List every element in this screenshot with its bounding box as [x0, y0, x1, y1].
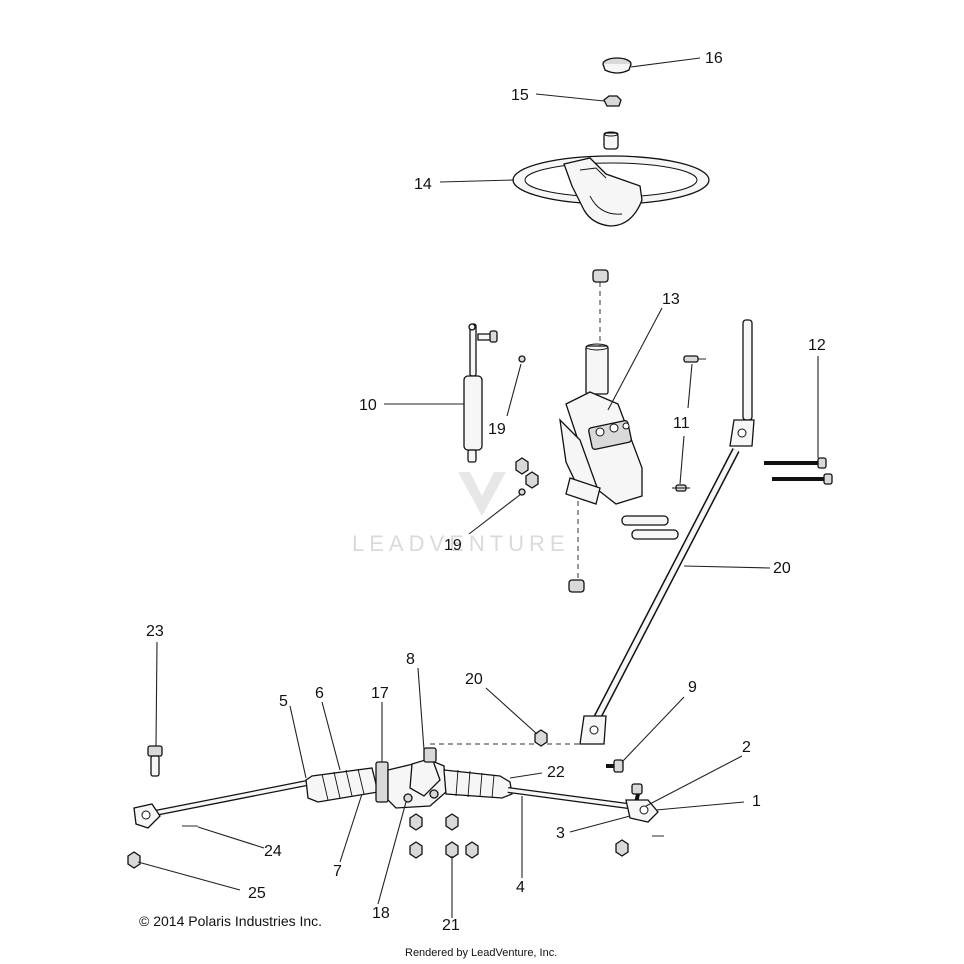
- bushing-lower: [568, 579, 585, 593]
- callout-15: 15: [511, 87, 529, 104]
- watermark-text: LEADVENTURE: [352, 531, 570, 556]
- part-22-nuts: [409, 813, 479, 859]
- part-18-rack-housing: [387, 747, 447, 809]
- callout-17: 17: [371, 685, 389, 702]
- part-24-bolt: [147, 745, 163, 777]
- part-16-horn-cap: [602, 57, 632, 74]
- callout-18: 18: [372, 905, 390, 922]
- callout-25: 24: [264, 843, 282, 860]
- part-13-column-bracket: [559, 343, 643, 505]
- part-21-nut: [534, 729, 548, 747]
- rack-assembly: [133, 747, 659, 829]
- callout-2: 2: [742, 739, 751, 756]
- part-10-gas-strut: [463, 323, 498, 463]
- part-17-clamp: [375, 761, 389, 803]
- callout-10: 10: [359, 397, 377, 414]
- callout-9: 9: [688, 679, 697, 696]
- part-12-long-bolts: [764, 457, 833, 485]
- callout-26: 25: [248, 885, 266, 902]
- callout-21: 20: [465, 671, 483, 688]
- leader-lines: [137, 57, 819, 918]
- part-9-bolt: [606, 759, 624, 773]
- part-20-steering-shaft: [579, 319, 755, 745]
- callout-labels: 16 15 14 13 12 10 19 11 19 20 23 8 20 9 …: [146, 50, 826, 934]
- callout-11: 11: [673, 415, 690, 432]
- callout-6: 6: [315, 685, 324, 702]
- callout-20: 20: [773, 560, 791, 577]
- callout-7: 7: [333, 863, 342, 880]
- callout-12: 12: [808, 337, 826, 354]
- part-15-nut: [603, 95, 622, 107]
- part-11-bolts: [672, 355, 706, 492]
- callout-5: 5: [279, 693, 288, 710]
- part-26-nut: [127, 851, 141, 869]
- callout-4: 4: [516, 879, 525, 896]
- part-19-nuts: [515, 355, 539, 496]
- part-6-left-boot: [305, 767, 379, 803]
- callout-1: 1: [752, 793, 761, 810]
- callout-19-lower: 19: [444, 537, 462, 554]
- callout-23: 22: [547, 764, 565, 781]
- callout-14: 14: [414, 176, 432, 193]
- part-23-right-boot: [443, 769, 513, 799]
- callout-22: 21: [442, 917, 460, 934]
- callout-13: 13: [662, 291, 680, 308]
- callout-24: 23: [146, 623, 164, 640]
- watermark-logo: LEADVENTURE: [352, 472, 570, 556]
- callout-19-upper: 19: [488, 421, 506, 438]
- callout-3: 3: [556, 825, 565, 842]
- bracket-spacers: [621, 515, 679, 540]
- rendered-by-text: Rendered by LeadVenture, Inc.: [405, 947, 558, 959]
- tie-rod-nut: [615, 839, 629, 857]
- copyright-text: © 2014 Polaris Industries Inc.: [139, 913, 323, 929]
- bushing-upper: [592, 269, 609, 283]
- callout-16: 16: [705, 50, 723, 67]
- steering-hub: [603, 131, 619, 150]
- part-14-steering-wheel: [512, 155, 710, 227]
- callout-8: 8: [406, 651, 415, 668]
